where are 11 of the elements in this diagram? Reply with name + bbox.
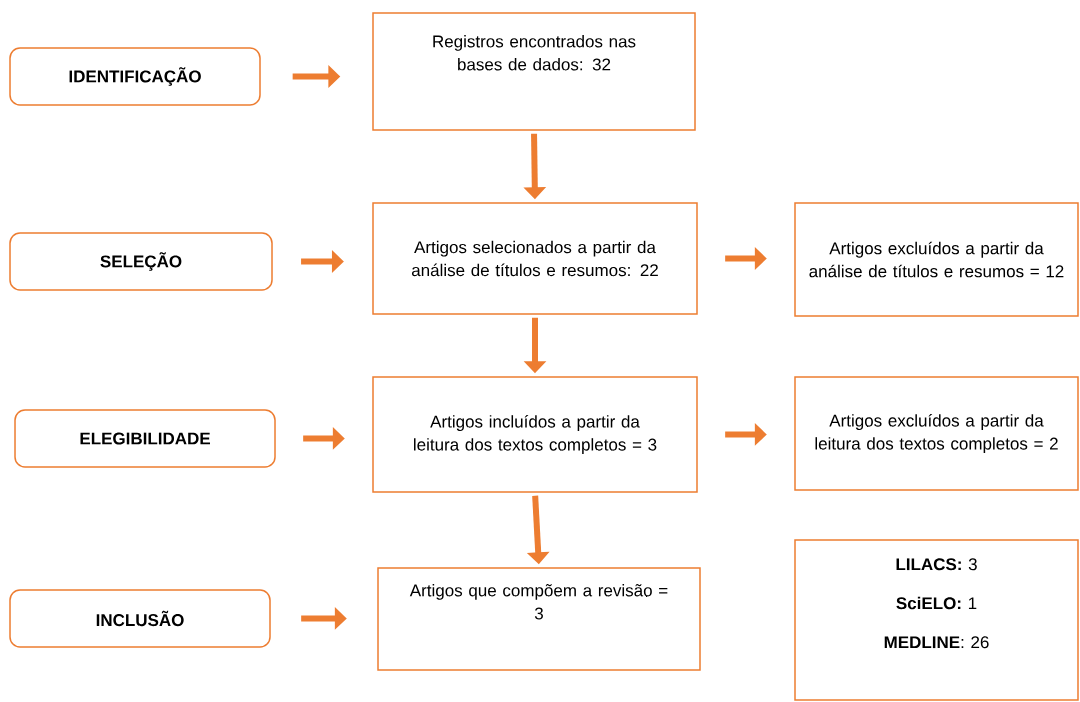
process-box: Registros encontrados nas bases de dados: 32 bbox=[372, 12, 696, 131]
stage-box: ELEGIBILIDADE bbox=[14, 409, 276, 468]
process-box: Artigos que compõem a revisão = 3 bbox=[377, 567, 701, 671]
process-box: Artigos excluídos a partir da leitura dos textos completos = 2 bbox=[794, 376, 1079, 491]
database-count-box: LILACS: 3 SciELO: 1 MEDLINE: 26 bbox=[794, 539, 1079, 701]
process-box: Artigos selecionados a partir da análise de títulos e resumos: 22 bbox=[372, 202, 698, 315]
process-box: Artigos incluídos a partir da leitura dos textos completos = 3 bbox=[372, 376, 698, 493]
process-box: Artigos excluídos a partir da análise de títulos e resumos = 12 bbox=[794, 202, 1079, 317]
stage-box: SELEÇÃO bbox=[9, 232, 273, 291]
stage-box: INCLUSÃO bbox=[9, 589, 271, 648]
stage-box: IDENTIFICAÇÃO bbox=[9, 47, 261, 106]
